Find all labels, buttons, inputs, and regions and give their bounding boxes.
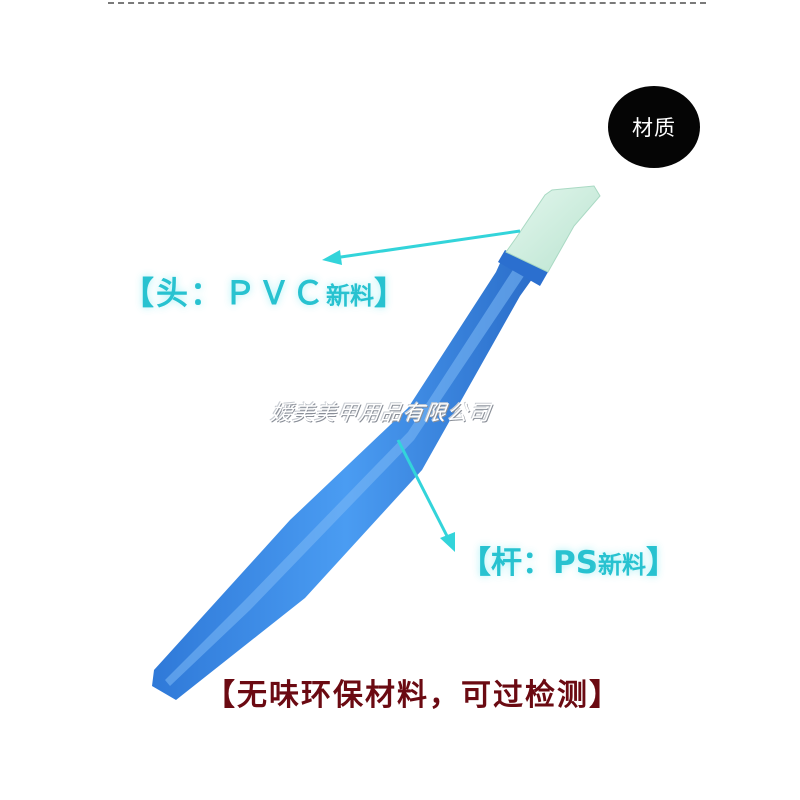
head-label-main: 【头：ＰＶＣ [122,274,327,312]
stick-collar [498,250,548,286]
company-watermark: 嫒美美甲用品有限公司 [269,401,493,425]
pusher-head [505,185,601,273]
material-badge: 材质 [608,86,700,168]
head-label-small: 新料 [326,282,375,310]
arrow-icon [322,229,521,265]
dashed-separator [108,2,706,4]
stick-rod [152,252,540,700]
badge-text: 材质 [632,116,676,140]
rod-label-main: 【杆：PS [460,545,599,581]
rod-material-label: 【杆：PS新料】 [460,537,677,582]
arrow-icon [396,439,455,552]
head-material-label: 【头：ＰＶＣ新料】 [122,268,408,314]
rod-label-close: 】 [646,545,678,581]
eco-caption: 【无味环保材料，可过检测】 [205,678,621,713]
stick-highlight [165,262,528,686]
rod-label-small: 新料 [598,551,647,579]
head-label-close: 】 [374,274,409,312]
